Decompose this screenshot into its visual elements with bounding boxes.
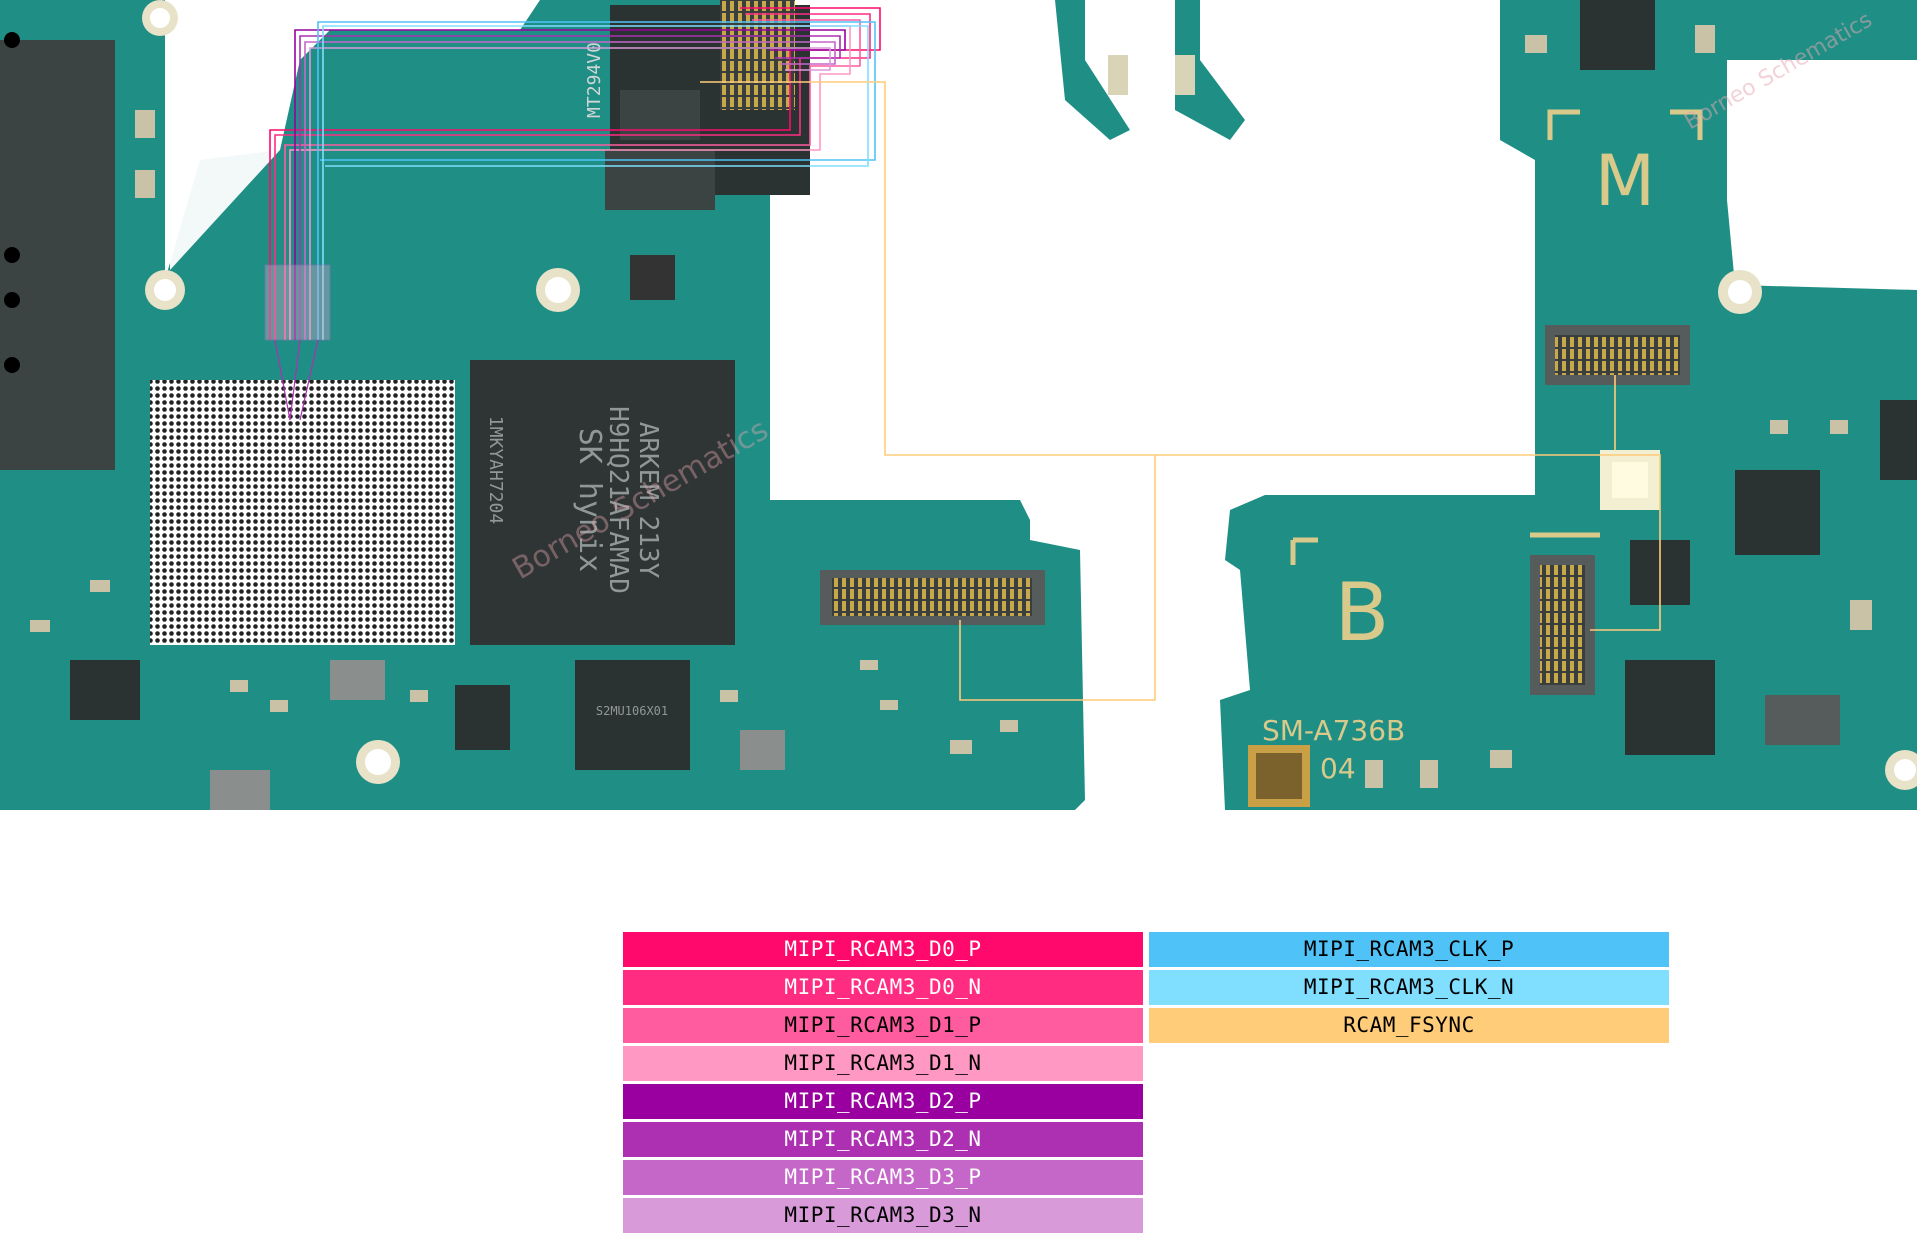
legend-item-mipi-rcam3-d2-p: MIPI_RCAM3_D2_P — [623, 1084, 1143, 1119]
small-chip-label: S2MU106X01 — [596, 704, 668, 718]
signal-traces — [264, 7, 1661, 701]
pcb-board-drawing: SK hynix H9HQ21AFAMAD ARKEM 213Y 1MKYAH7… — [0, 0, 1917, 810]
memory-side-label: 1MKYAH7204 — [485, 416, 506, 524]
legend-item-mipi-rcam3-clk-p: MIPI_RCAM3_CLK_P — [1149, 932, 1669, 967]
section-m-label: M — [1595, 140, 1655, 222]
legend-item-mipi-rcam3-d1-n: MIPI_RCAM3_D1_N — [623, 1046, 1143, 1081]
pmic-label: MT294V0 — [584, 42, 605, 118]
memory-brand-label: SK hynix — [572, 428, 607, 573]
left-board — [0, 0, 1085, 810]
memory-chip — [470, 360, 735, 645]
legend-item-mipi-rcam3-d2-n: MIPI_RCAM3_D2_N — [623, 1122, 1143, 1157]
model-label: SM-A736B — [1262, 714, 1405, 747]
bga-pad-array — [150, 380, 455, 645]
legend-item-mipi-rcam3-clk-n: MIPI_RCAM3_CLK_N — [1149, 970, 1669, 1005]
flex-ribbons — [1055, 0, 1245, 140]
legend-item-mipi-rcam3-d3-p: MIPI_RCAM3_D3_P — [623, 1160, 1143, 1195]
memory-code-label: ARKEM 213Y — [633, 422, 663, 579]
revision-label: 04 — [1320, 752, 1356, 785]
memory-part-label: H9HQ21AFAMAD — [603, 406, 633, 594]
section-b-label: B — [1335, 566, 1390, 659]
legend-item-mipi-rcam3-d3-n: MIPI_RCAM3_D3_N — [623, 1198, 1143, 1233]
right-board — [1220, 0, 1917, 810]
legend-item-mipi-rcam3-d0-n: MIPI_RCAM3_D0_N — [623, 970, 1143, 1005]
pcb-board-view: SK hynix H9HQ21AFAMAD ARKEM 213Y 1MKYAH7… — [0, 0, 1917, 810]
legend-item-rcam-fsync: RCAM_FSYNC — [1149, 1008, 1669, 1043]
legend-item-mipi-rcam3-d0-p: MIPI_RCAM3_D0_P — [623, 932, 1143, 967]
legend-item-mipi-rcam3-d1-p: MIPI_RCAM3_D1_P — [623, 1008, 1143, 1043]
